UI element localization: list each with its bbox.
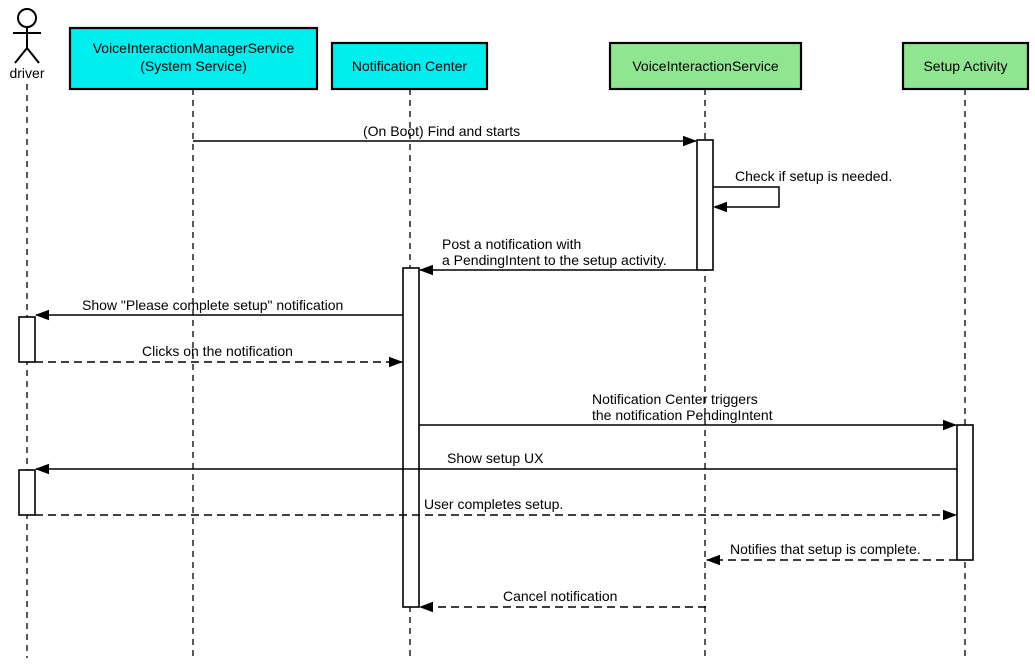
participant-label-setup-activity-line1: Setup Activity — [923, 58, 1007, 74]
message-clicks-on-notification-arrowhead-icon — [389, 356, 403, 368]
participant-head-voice-interaction-manager-service — [68, 26, 319, 91]
activation-bar-driver-2 — [18, 316, 36, 363]
message-label-clicks-on-notification-line1: Clicks on the notification — [142, 343, 293, 359]
message-label-notifies-setup-complete-line1: Notifies that setup is complete. — [730, 541, 921, 557]
actor-left-leg-icon-driver — [14, 47, 28, 64]
message-label-show-complete-setup-notification-line1: Show "Please complete setup" notificatio… — [82, 297, 343, 313]
participant-label-voice-interaction-manager-service-line1: VoiceInteractionManagerService — [93, 40, 295, 56]
activation-bar-driver-3 — [18, 469, 36, 516]
message-label-trigger-pendingintent-line1: Notification Center triggers — [592, 391, 758, 407]
message-label-find-and-starts-line1: (On Boot) Find and starts — [363, 123, 520, 139]
message-show-setup-ux-arrowhead-icon — [35, 463, 49, 475]
participant-label-voice-interaction-manager-service-line2: (System Service) — [140, 58, 247, 74]
message-label-trigger-pendingintent-line2: the notification PendingIntent — [592, 407, 773, 423]
participant-label-driver: driver — [9, 65, 44, 81]
participant-label-voice-interaction-service-line1: VoiceInteractionService — [632, 58, 779, 74]
message-line-check-if-setup-needed — [713, 186, 780, 208]
actor-head-icon-driver — [17, 8, 37, 28]
message-label-show-setup-ux-line1: Show setup UX — [447, 450, 544, 466]
message-label-post-notification-line2: a PendingIntent to the setup activity. — [442, 252, 667, 268]
actor-right-leg-icon-driver — [26, 47, 40, 64]
activation-bar-notification-center-1 — [402, 267, 420, 608]
message-label-user-completes-setup-line1: User completes setup. — [424, 496, 563, 512]
participant-head-notification-center — [330, 41, 489, 91]
message-label-post-notification-line1: Post a notification with — [442, 236, 581, 252]
message-show-complete-setup-notification-arrowhead-icon — [35, 309, 49, 321]
message-cancel-notification-arrowhead-icon — [419, 601, 433, 613]
participant-head-setup-activity — [901, 41, 1030, 91]
message-trigger-pendingintent-arrowhead-icon — [943, 419, 957, 431]
participant-label-notification-center-line1: Notification Center — [352, 58, 468, 74]
message-notifies-setup-complete-arrowhead-icon — [706, 554, 720, 566]
message-label-check-if-setup-needed-line1: Check if setup is needed. — [735, 168, 892, 184]
message-find-and-starts-arrowhead-icon — [683, 135, 697, 147]
message-user-completes-setup-arrowhead-icon — [943, 509, 957, 521]
participant-head-voice-interaction-service — [608, 41, 803, 91]
message-post-notification-arrowhead-icon — [419, 264, 433, 276]
message-check-if-setup-needed-arrowhead-icon — [713, 201, 727, 213]
activation-bar-voice-interaction-service-0 — [696, 139, 714, 271]
message-label-cancel-notification-line1: Cancel notification — [503, 588, 617, 604]
activation-bar-setup-activity-4 — [956, 424, 974, 561]
